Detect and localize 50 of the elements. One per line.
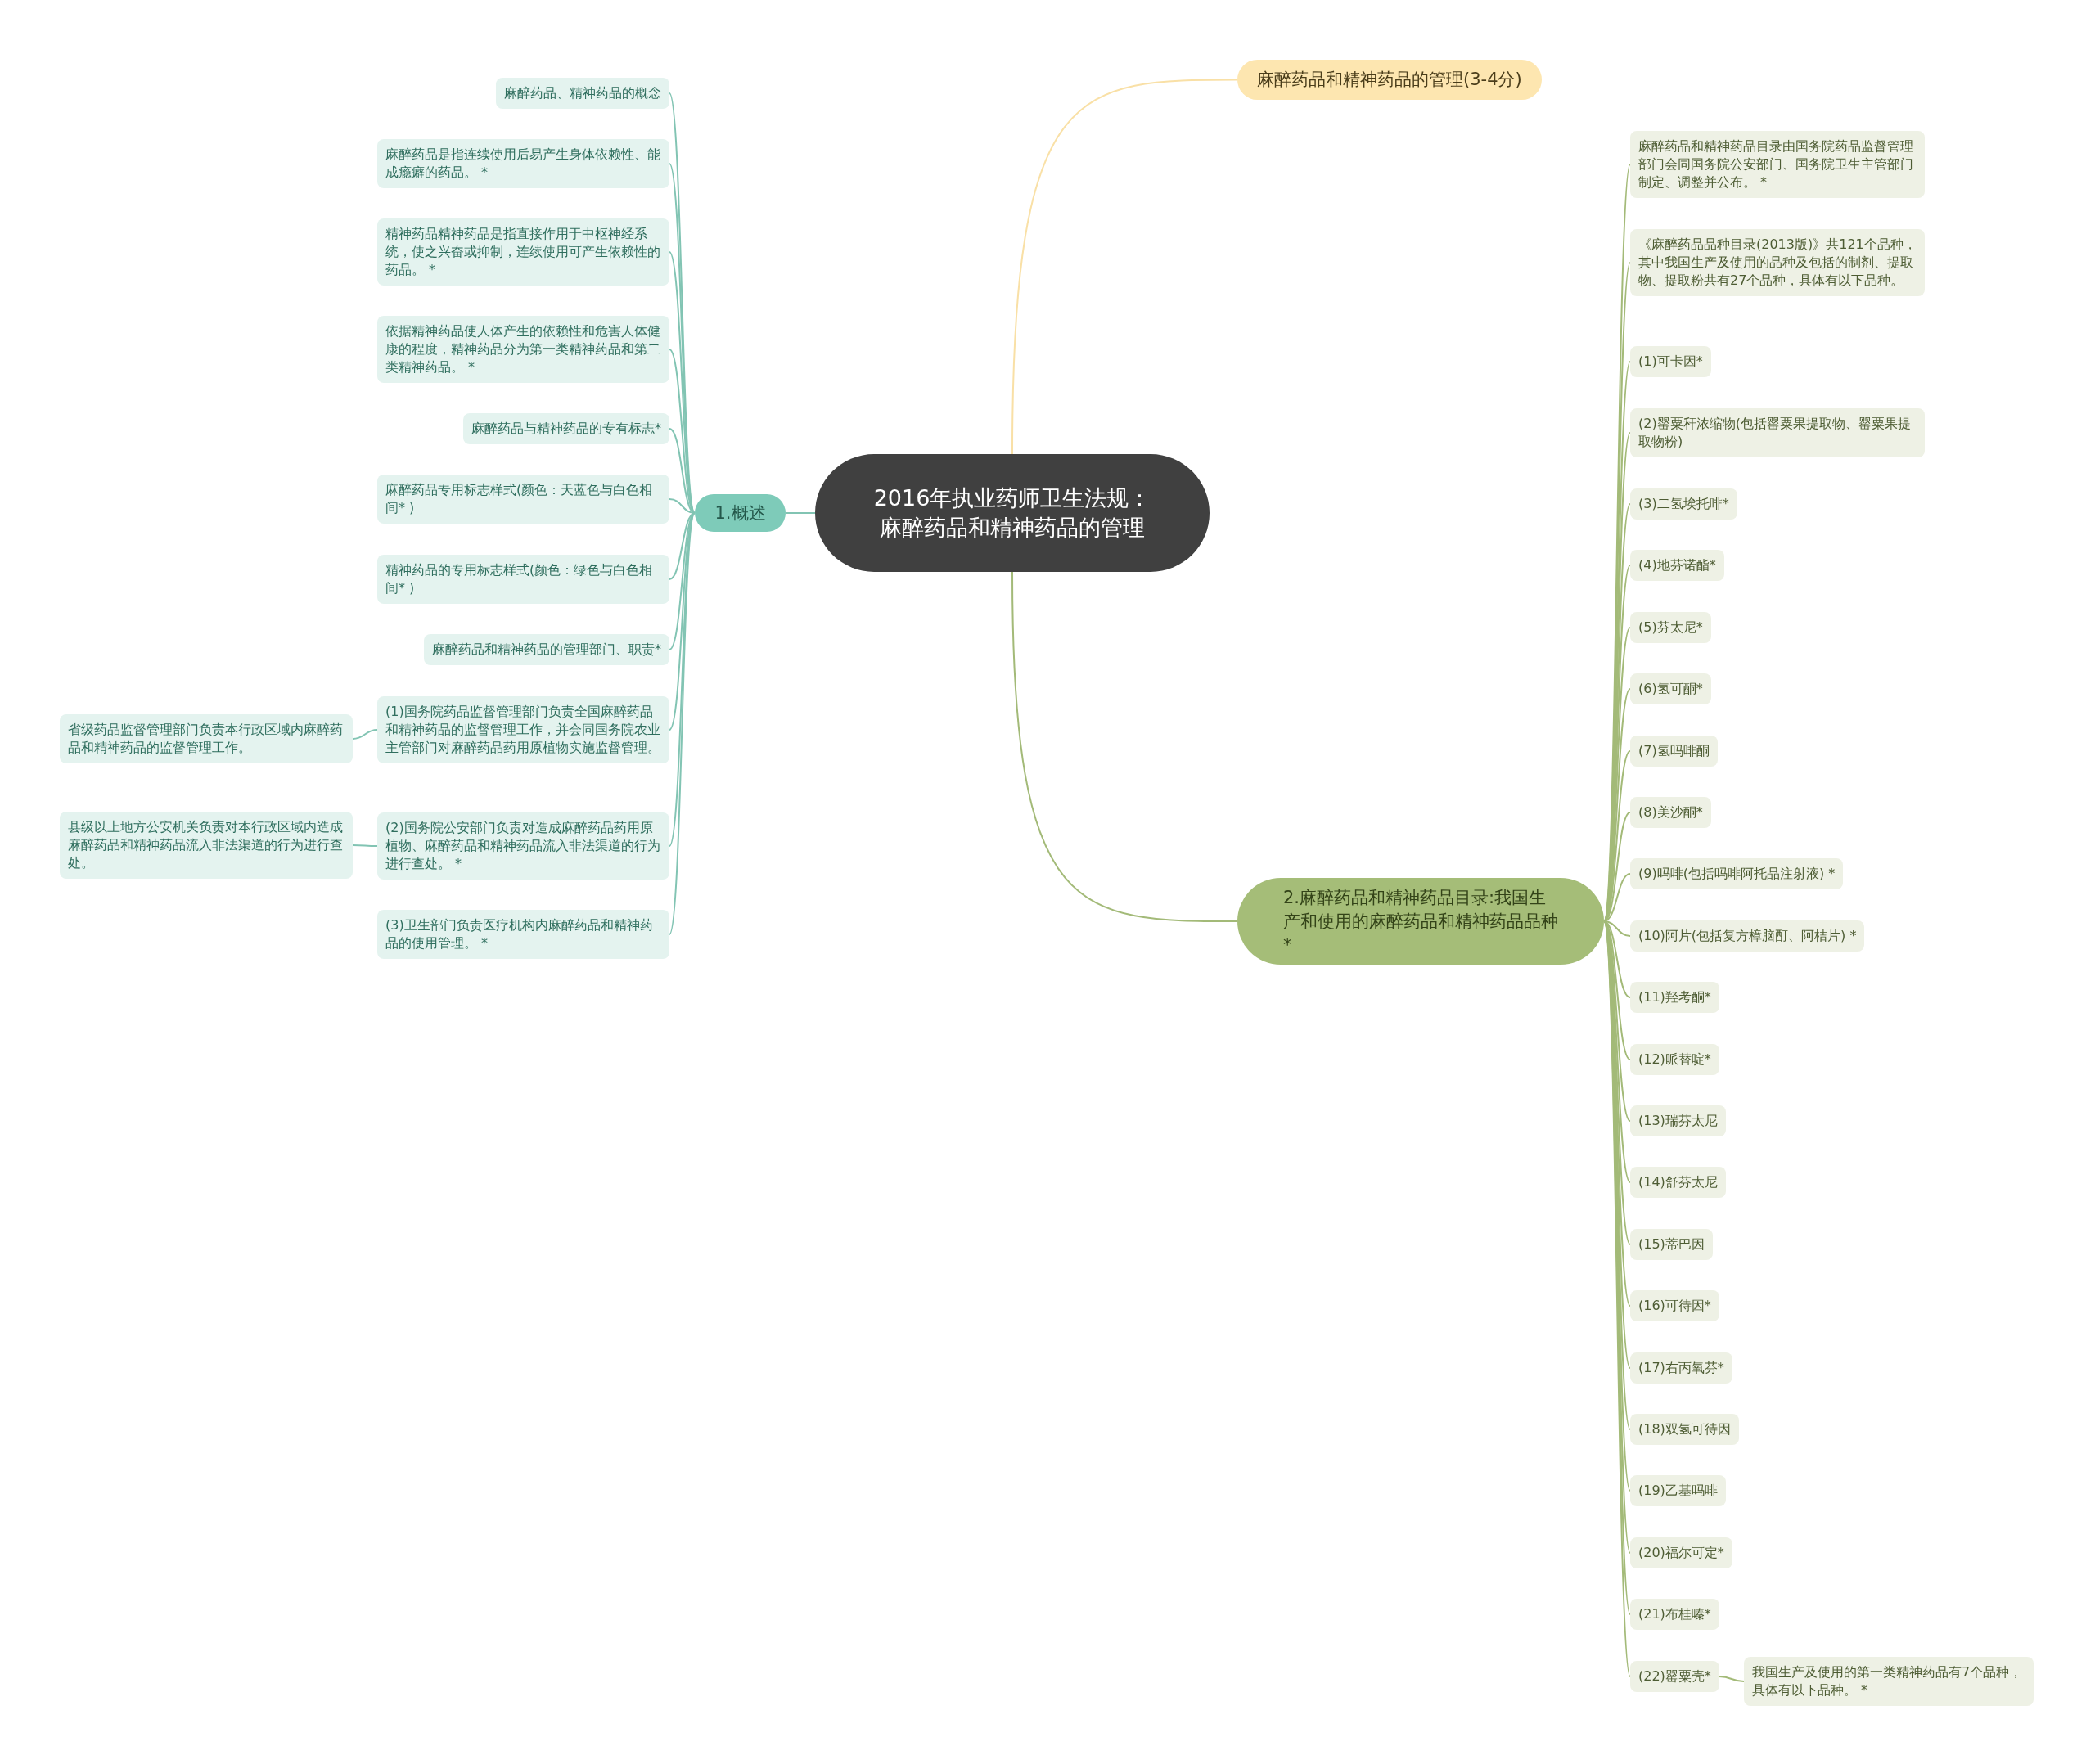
subtopic-box: (10)阿片(包括复方樟脑酊、阿桔片) * (1630, 920, 1865, 952)
subtopic-box: (8)美沙酮* (1630, 797, 1711, 828)
subtopic-box: 精神药品的专用标志样式(颜色：绿色与白色相间* ) (377, 555, 669, 604)
subtopic-box: 麻醉药品与精神药品的专有标志* (463, 413, 669, 444)
subtopic-box: 麻醉药品、精神药品的概念 (496, 78, 669, 109)
subtopic-box: (17)右丙氧芬* (1630, 1352, 1732, 1384)
subtopic-box: (15)蒂巴因 (1630, 1229, 1713, 1260)
subtopic-box: 精神药品精神药品是指直接作用于中枢神经系统，使之兴奋或抑制，连续使用可产生依赖性的药品。 * (377, 218, 669, 286)
subtopic-box: (4)地芬诺酯* (1630, 550, 1724, 581)
central-topic: 2016年执业药师卫生法规：麻醉药品和精神药品的管理 (815, 454, 1210, 572)
subtopic-box: (3)二氢埃托啡* (1630, 488, 1737, 520)
subtopic-box: (9)吗啡(包括吗啡阿托品注射液) * (1630, 858, 1844, 889)
subtopic-box: (14)舒芬太尼 (1630, 1167, 1726, 1198)
topic-box: 2.麻醉药品和精神药品目录:我国生产和使用的麻醉药品和精神药品品种* (1237, 878, 1604, 965)
subtopic-box: 县级以上地方公安机关负责对本行政区域内造成麻醉药品和精神药品流入非法渠道的行为进行查处。 (60, 812, 353, 879)
connector-line (1011, 571, 1238, 922)
subtopic-box: (2)国务院公安部门负责对造成麻醉药品药用原植物、麻醉药品和精神药品流入非法渠道的行为进行查处。 * (377, 812, 669, 880)
subtopic-box: (21)布桂嗪* (1630, 1599, 1719, 1630)
subtopic-box: 麻醉药品专用标志样式(颜色：天蓝色与白色相间* ) (377, 475, 669, 524)
connector-line (669, 512, 696, 847)
subtopic-box: (1)国务院药品监督管理部门负责全国麻醉药品和精神药品的监督管理工作，并会同国务院农业主管部门对麻醉药品药用原植物实施监督管理。 (377, 696, 669, 763)
subtopic-box: (20)福尔可定* (1630, 1537, 1732, 1568)
subtopic-box: (12)哌替啶* (1630, 1044, 1719, 1075)
connector-line (785, 512, 816, 514)
connector-line (1718, 1676, 1745, 1682)
subtopic-box: 麻醉药品和精神药品的管理部门、职责* (424, 634, 669, 665)
subtopic-box: (11)羟考酮* (1630, 982, 1719, 1013)
connector-line (352, 729, 378, 740)
connector-line (1011, 79, 1238, 455)
subtopic-box: 麻醉药品是指连续使用后易产生身体依赖性、能成瘾癖的药品。 * (377, 139, 669, 188)
connector-line (352, 844, 378, 847)
subtopic-box: (13)瑞芬太尼 (1630, 1105, 1726, 1136)
subtopic-box: (1)可卡因* (1630, 346, 1711, 377)
subtopic-box: (3)卫生部门负责医疗机构内麻醉药品和精神药品的使用管理。 * (377, 910, 669, 959)
topic-box: 1.概述 (695, 494, 786, 532)
subtopic-box: (7)氢吗啡酮 (1630, 736, 1718, 767)
subtopic-box: (18)双氢可待因 (1630, 1414, 1739, 1445)
subtopic-box: (19)乙基吗啡 (1630, 1475, 1726, 1506)
subtopic-box: 我国生产及使用的第一类精神药品有7个品种，具体有以下品种。 * (1744, 1657, 2034, 1706)
subtopic-box: 麻醉药品和精神药品目录由国务院药品监督管理部门会同国务院公安部门、国务院卫生主管部门制定、调整并公布。 * (1630, 131, 1925, 198)
subtopic-box: (16)可待因* (1630, 1290, 1719, 1321)
subtopic-box: (2)罂粟秆浓缩物(包括罂粟果提取物、罂粟果提取物粉) (1630, 408, 1925, 457)
connector-line (669, 512, 696, 935)
subtopic-box: (22)罂粟壳* (1630, 1661, 1719, 1692)
subtopic-box: (5)芬太尼* (1630, 612, 1711, 643)
subtopic-box: 省级药品监督管理部门负责本行政区域内麻醉药品和精神药品的监督管理工作。 (60, 714, 353, 763)
subtopic-box: (6)氢可酮* (1630, 673, 1711, 704)
subtopic-box: 《麻醉药品品种目录(2013版)》共121个品种，其中我国生产及使用的品种及包括的制剂、提取物、提取粉共有27个品种，具体有以下品种。 (1630, 229, 1925, 296)
topic-box: 麻醉药品和精神药品的管理(3-4分) (1237, 60, 1542, 100)
subtopic-box: 依据精神药品使人体产生的依赖性和危害人体健康的程度，精神药品分为第一类精神药品和第二类精神药品。 * (377, 316, 669, 383)
